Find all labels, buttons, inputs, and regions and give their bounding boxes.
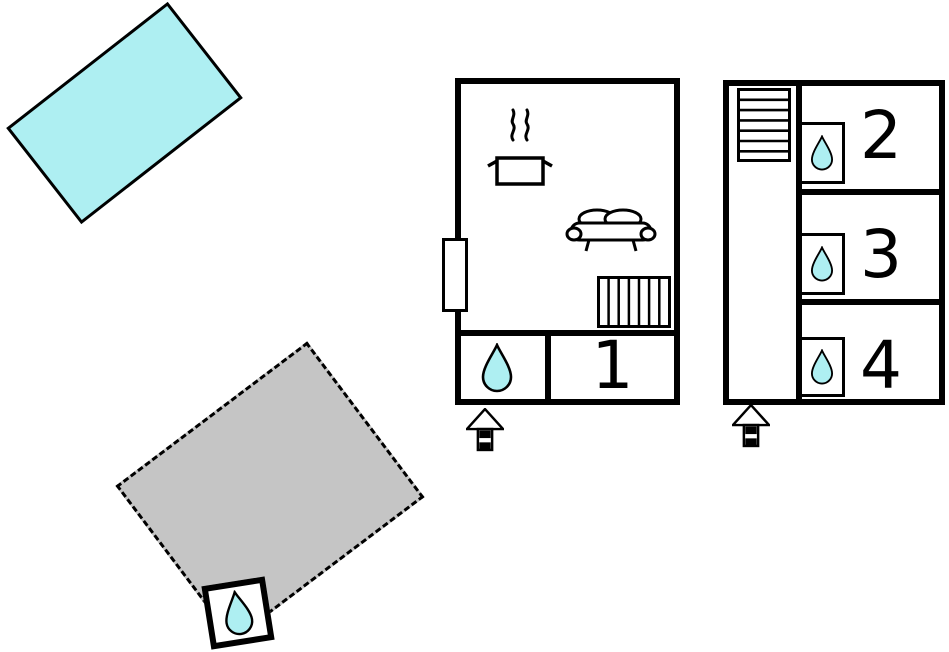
shower-box	[799, 337, 845, 397]
radiator-icon	[597, 276, 671, 328]
shower-box	[799, 233, 845, 295]
terrace	[115, 341, 425, 642]
entrance-icon	[732, 404, 770, 448]
room-label-4: 4	[860, 327, 902, 404]
room-label-3: 3	[860, 216, 902, 293]
water-drop-icon	[479, 343, 515, 393]
water-drop-icon	[809, 246, 835, 282]
shower-box	[799, 122, 845, 184]
room-label-1: 1	[591, 326, 634, 404]
water-drop-icon	[809, 135, 835, 171]
water-drop-icon	[809, 349, 835, 385]
sofa-icon	[565, 206, 657, 254]
main-building: 1	[442, 78, 680, 405]
door-icon	[442, 238, 468, 312]
entrance-icon	[466, 408, 504, 452]
annex-building: 2 3 4	[723, 80, 945, 405]
steam-pot-icon	[487, 106, 557, 190]
room-label-2: 2	[860, 97, 902, 174]
staircase-icon	[737, 88, 791, 162]
outdoor-shower-box	[201, 576, 275, 650]
interior-wall-horizontal	[796, 189, 939, 195]
interior-wall-horizontal	[461, 330, 674, 336]
interior-wall-vertical	[545, 330, 551, 399]
water-drop-icon	[218, 588, 259, 639]
interior-wall-horizontal	[796, 299, 939, 305]
swimming-pool	[6, 1, 243, 225]
